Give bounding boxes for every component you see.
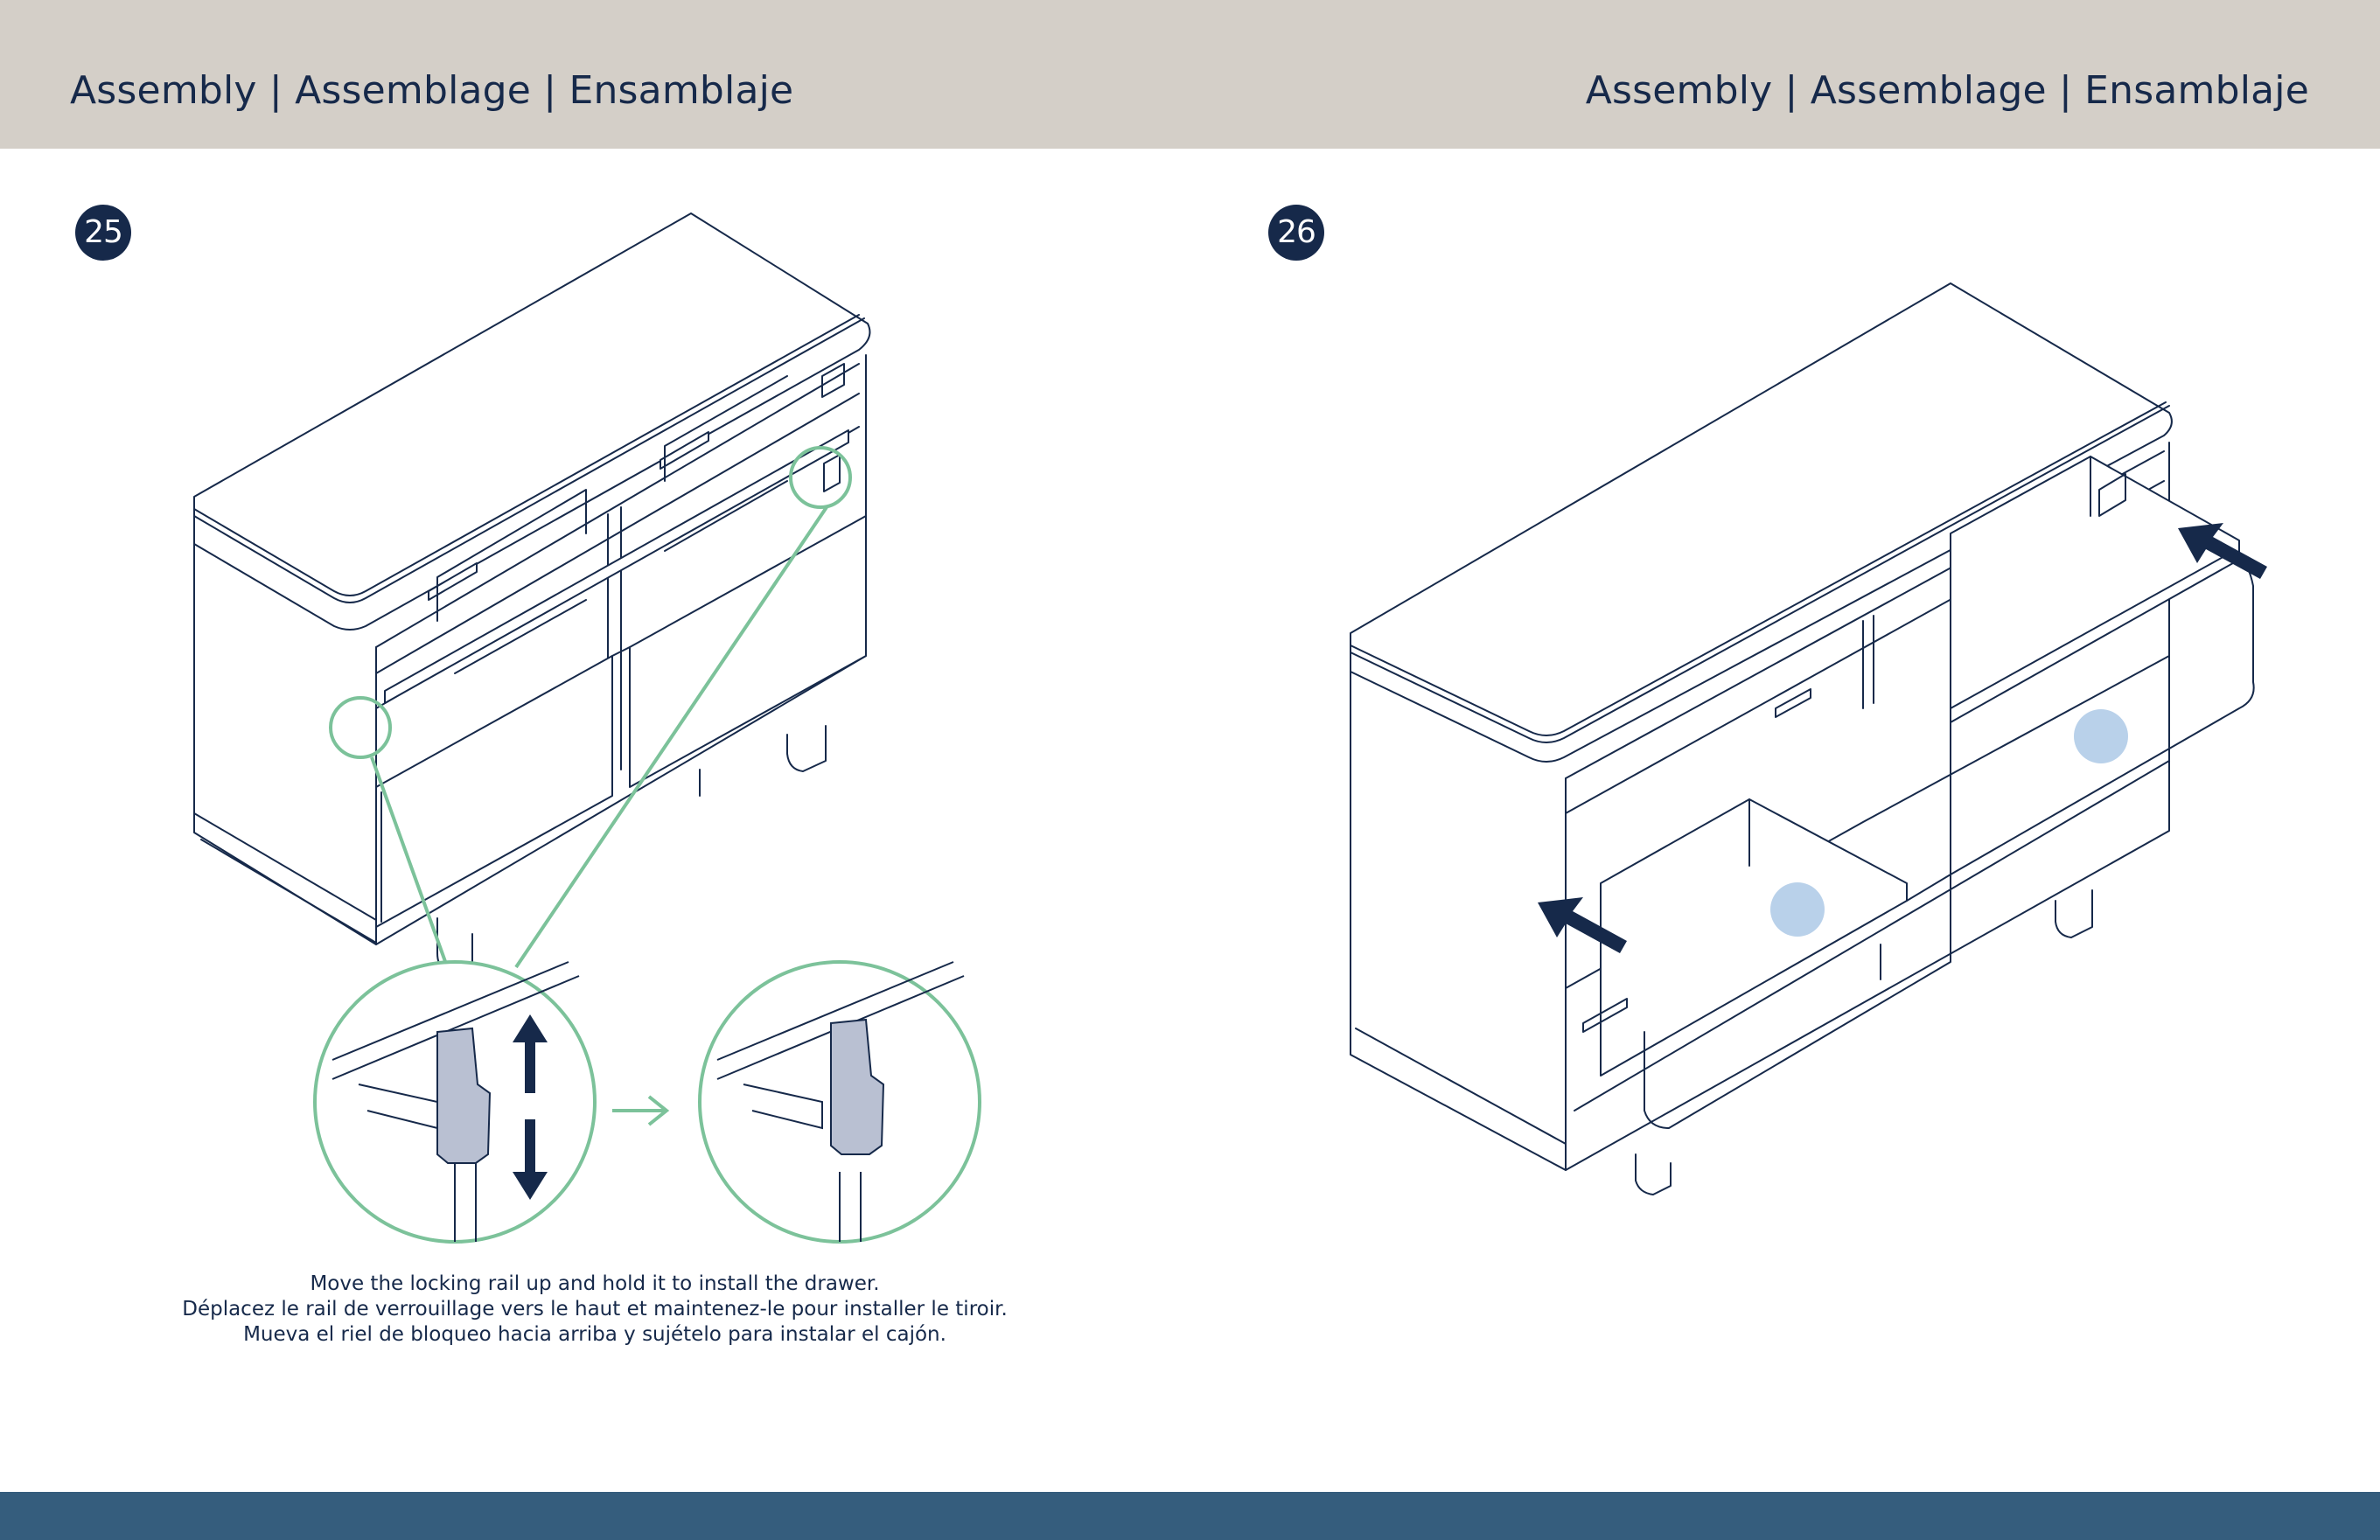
step-25-dresser-illustration xyxy=(175,201,1050,1251)
page-footer xyxy=(0,1492,2380,1540)
instruction-french: Déplacez le rail de verrouillage vers le… xyxy=(140,1297,1050,1322)
step-25-number-badge: 25 xyxy=(75,205,131,261)
step-25-instructions: Move the locking rail up and hold it to … xyxy=(140,1272,1050,1348)
right-drawer-touch-point xyxy=(2074,709,2128,763)
left-drawer-touch-point xyxy=(1770,882,1825,937)
header-title-right: Assembly | Assemblage | Ensamblaje xyxy=(1586,66,2309,115)
instruction-spanish: Mueva el riel de bloqueo hacia arriba y … xyxy=(140,1322,1050,1348)
step-26-dresser-illustration xyxy=(1338,271,2300,1198)
header-title-left: Assembly | Assemblage | Ensamblaje xyxy=(70,66,793,115)
page-header: Assembly | Assemblage | Ensamblaje Assem… xyxy=(0,0,2380,149)
instruction-english: Move the locking rail up and hold it to … xyxy=(140,1272,1050,1297)
step-26-number-badge: 26 xyxy=(1268,205,1324,261)
